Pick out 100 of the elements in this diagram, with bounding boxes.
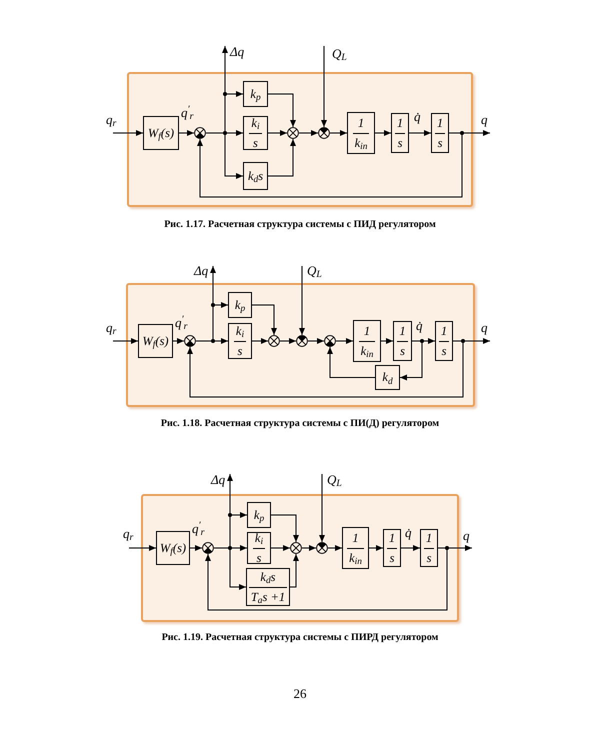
arrow: [224, 91, 244, 97]
diagram-panel: [127, 72, 473, 207]
transfer-function-block: [243, 162, 268, 190]
edge-label: Q$_{L}$: [326, 473, 343, 488]
transfer-function-block: [247, 532, 271, 564]
arrow: [319, 474, 325, 542]
arrow: [212, 338, 228, 344]
numerator-text: k$_{i}$: [234, 324, 246, 342]
transfer-function-block: [435, 321, 453, 361]
arrow: [380, 338, 394, 344]
arrow: [462, 130, 490, 136]
denominator-text: s: [440, 342, 448, 358]
summing-junction: [184, 335, 196, 347]
block-label: k$_{d}$: [382, 370, 393, 385]
transfer-function-block: [143, 116, 179, 150]
summing-junction: [318, 127, 330, 139]
transfer-function-block: [243, 116, 268, 150]
numerator-text: 1: [347, 531, 364, 548]
numerator-text: k$_{d}$s: [248, 570, 288, 588]
arrow: [321, 46, 327, 128]
arrow: [290, 554, 299, 588]
denominator-text: T$_{a}$s +1: [250, 588, 286, 604]
summing-junction: [324, 335, 336, 347]
denominator-text: s: [236, 342, 244, 358]
arrow: [268, 94, 296, 128]
denominator-text: s: [388, 550, 396, 565]
transfer-function-block: [391, 113, 409, 153]
arrow: [268, 130, 288, 136]
arrow: [178, 130, 194, 136]
block-label: k$_{d}$s: [248, 168, 264, 184]
arrow: [328, 545, 342, 551]
page-number: 26: [294, 686, 306, 702]
transfer-function-block: [383, 529, 401, 567]
block-label: k$_{p}$: [254, 508, 264, 522]
arrow: [112, 338, 138, 344]
arrow: [187, 340, 464, 398]
summing-junction: [290, 542, 302, 554]
arrow: [210, 266, 216, 306]
arrow: [224, 132, 244, 179]
denominator-text: s: [436, 134, 444, 150]
denominator-text: k$_{in}$: [348, 550, 363, 565]
block-label: W$_{f}$(s): [160, 540, 186, 556]
connector-line: [206, 132, 226, 134]
transfer-function-block: [246, 568, 290, 606]
arrow: [280, 338, 296, 344]
transfer-function-block: [228, 292, 252, 318]
arrow: [308, 338, 324, 344]
block-label: W$_{f}$(s): [142, 334, 169, 348]
arrow: [230, 548, 246, 590]
transfer-function-block: [393, 321, 412, 361]
arrow: [270, 514, 299, 542]
connector-line: [412, 340, 422, 342]
transfer-function-block: [375, 365, 400, 390]
summing-junction: [194, 127, 206, 139]
denominator-text: k$_{in}$: [360, 342, 374, 358]
edge-label: Δq: [193, 264, 210, 278]
transfer-function-block: [138, 324, 173, 358]
arrow: [252, 338, 268, 344]
numerator-text: 1: [434, 116, 446, 134]
numerator-text: 1: [352, 116, 370, 134]
arrow: [230, 545, 248, 551]
transfer-function-block: [156, 531, 190, 565]
edge-label: Q$_{L}$: [306, 264, 323, 278]
arrow: [128, 545, 156, 551]
diagram-panel: [126, 283, 475, 407]
connector-line: [196, 340, 214, 342]
diagram-panel: [141, 494, 459, 622]
numerator-text: 1: [397, 324, 408, 342]
summing-junction: [287, 127, 299, 139]
block-label: k$_{p}$: [234, 298, 246, 312]
summing-junction: [202, 542, 214, 554]
arrow: [205, 548, 448, 610]
transfer-function-block: [228, 323, 252, 359]
arrow: [298, 130, 318, 136]
summing-junction: [296, 335, 308, 347]
connector-line: [448, 132, 462, 134]
numerator-text: 1: [386, 531, 398, 548]
arrow: [230, 512, 248, 518]
figure-caption: Рис. 1.19. Расчетная структура системы с ПИРД регулятором: [162, 632, 438, 644]
arrow: [330, 130, 348, 136]
denominator-text: k$_{in}$: [354, 134, 368, 150]
figure-caption: Рис. 1.17. Расчетная структура системы с ПИД регулятором: [164, 219, 436, 231]
numerator-text: 1: [424, 531, 434, 548]
transfer-function-block: [420, 529, 438, 567]
edge-label: Δq: [229, 45, 246, 60]
transfer-function-block: [342, 527, 369, 569]
numerator-text: 1: [358, 324, 376, 342]
transfer-function-block: [243, 81, 268, 107]
arrow: [422, 338, 436, 344]
edge-label: q̇: [413, 110, 422, 124]
denominator-text: s: [426, 550, 432, 565]
connector-line: [452, 340, 464, 342]
denominator-text: s: [256, 550, 262, 565]
block-label: k$_{p}$: [250, 86, 261, 102]
arrow: [227, 474, 233, 516]
arrow: [400, 340, 422, 380]
arrow: [270, 545, 290, 551]
connector-line: [212, 304, 214, 342]
edge-label: q̇: [415, 319, 424, 334]
arrow: [268, 138, 296, 176]
